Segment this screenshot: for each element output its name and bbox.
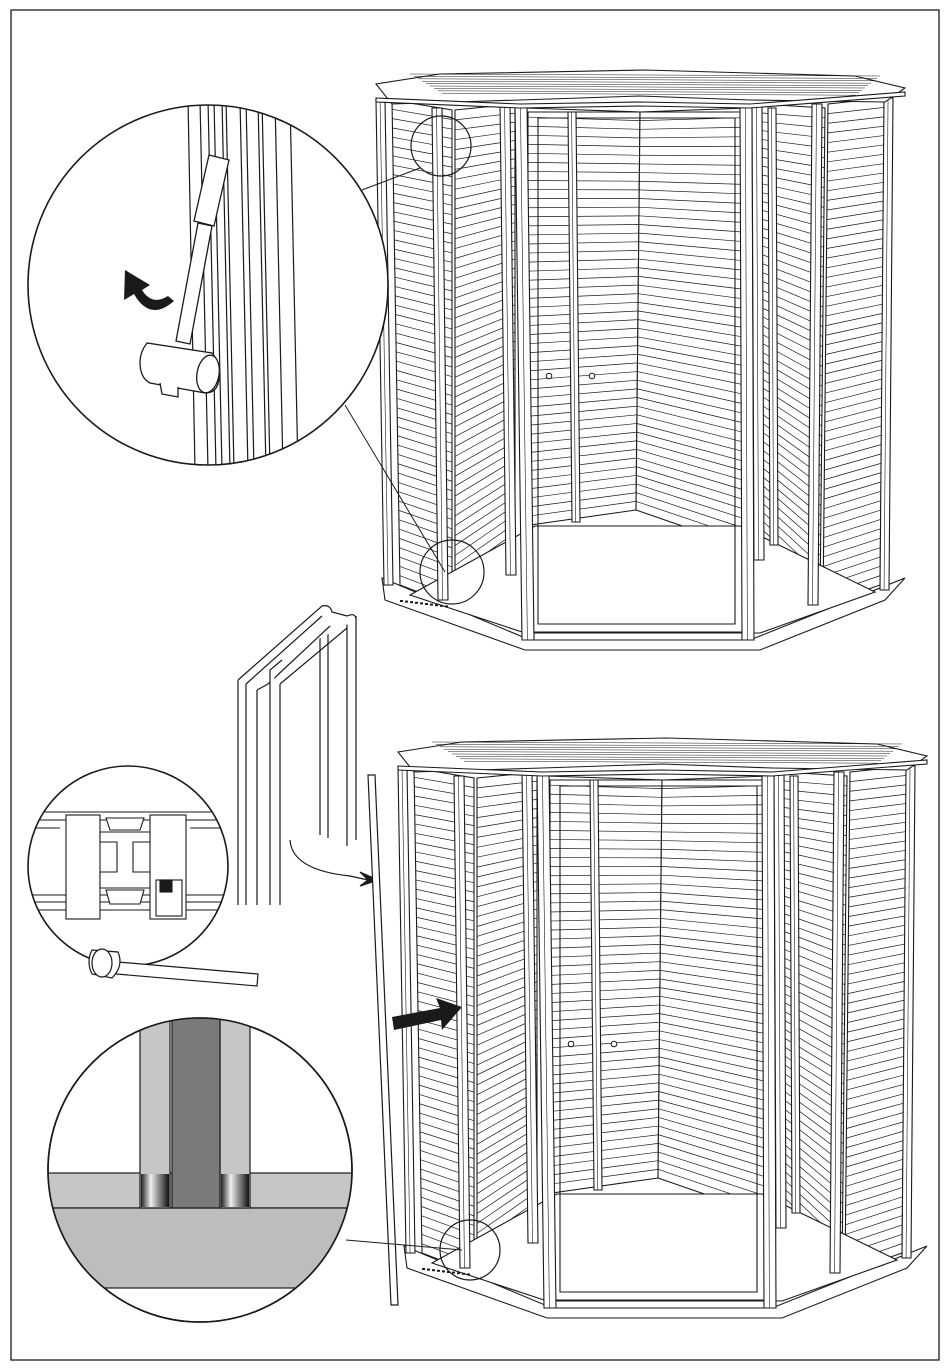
shed-assembly-top (376, 70, 905, 650)
handle-knob-icon (568, 1041, 574, 1047)
wall-panel (525, 108, 640, 525)
handle-knob-icon (611, 1041, 617, 1047)
detail-zoom-mallet-tap (28, 100, 388, 470)
wall-panel (547, 776, 662, 1193)
handle-knob-icon (589, 373, 595, 379)
detail-zoom-gap-section (40, 1010, 360, 1322)
detail-zoom-profile-section (20, 766, 258, 986)
shed-assembly-bottom (398, 738, 927, 1318)
handle-knob-icon (546, 373, 552, 379)
corner-trim-strip (238, 606, 378, 905)
trim-strip-installed (368, 775, 398, 1305)
wall-post (398, 768, 415, 1253)
